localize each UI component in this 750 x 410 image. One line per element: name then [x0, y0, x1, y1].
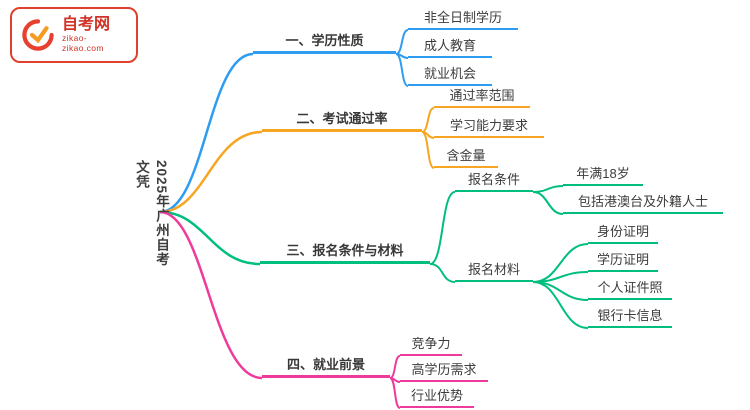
branch-exam-pass-rate-connectors — [159, 107, 435, 214]
branch-registration-connectors — [159, 185, 589, 329]
branch-education-nature-connectors — [159, 29, 409, 214]
node-adult-education: 成人教育 — [408, 38, 492, 58]
node-education-proof: 学历证明 — [588, 252, 658, 272]
node-pass-rate-range: 通过率范围 — [434, 88, 530, 108]
node-identity-proof: 身份证明 — [588, 224, 658, 244]
node-id-photo: 个人证件照 — [588, 280, 672, 300]
node-non-fulltime-degree: 非全日制学历 — [408, 10, 518, 30]
logo-domain: zikao-zikao.com — [62, 33, 104, 54]
zikao-logo-badge: 自考网 zikao-zikao.com — [10, 7, 138, 63]
branch-exam-pass-rate: 二、考试通过率 — [262, 111, 422, 132]
node-hk-macao-taiwan-foreigners: 包括港澳台及外籍人士 — [563, 194, 723, 214]
node-registration-materials: 报名材料 — [455, 262, 533, 282]
node-industry-advantage: 行业优势 — [400, 388, 474, 408]
node-employment-opportunity: 就业机会 — [408, 66, 492, 86]
node-age-18: 年满18岁 — [563, 166, 643, 186]
branch-employment-prospects-connectors — [159, 210, 401, 409]
node-high-degree-demand: 高学历需求 — [400, 362, 488, 382]
node-competitiveness: 竞争力 — [400, 336, 462, 356]
branch-registration-conditions-materials: 三、报名条件与材料 — [260, 243, 430, 264]
branch-education-nature: 一、学历性质 — [253, 33, 396, 54]
branch-employment-prospects: 四、就业前景 — [262, 357, 390, 378]
zikao-logo-icon — [21, 18, 55, 52]
node-registration-conditions: 报名条件 — [455, 172, 533, 192]
node-gold-content: 含金量 — [434, 148, 498, 168]
root-node: 2025年广州自考文凭 — [134, 160, 169, 267]
logo-title: 自考网 — [62, 16, 111, 34]
node-bank-card-info: 银行卡信息 — [588, 308, 672, 328]
node-learning-ability-requirement: 学习能力要求 — [434, 118, 544, 138]
